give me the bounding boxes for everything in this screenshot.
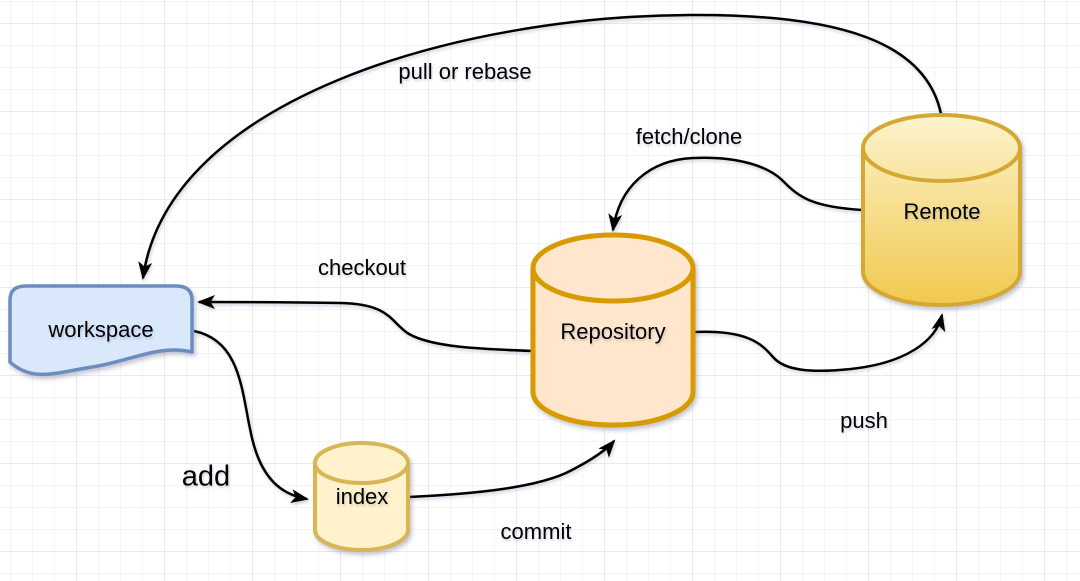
edge-label-fetch-clone: fetch/clone bbox=[635, 124, 743, 149]
node-remote-label: Remote bbox=[903, 199, 981, 224]
node-index-label: index bbox=[335, 484, 389, 509]
edge-add bbox=[193, 329, 309, 504]
node-repository bbox=[530, 232, 696, 428]
edge-label-add: add bbox=[181, 460, 231, 493]
node-workspace bbox=[8, 284, 194, 377]
node-workspace-label: workspace bbox=[48, 317, 154, 342]
edge-pull-or-rebase bbox=[138, 13, 943, 280]
edge-push bbox=[693, 313, 946, 373]
edge-label-commit: commit bbox=[500, 519, 572, 544]
edge-label-pull-or-rebase: pull or rebase bbox=[398, 59, 532, 84]
edge-checkout bbox=[197, 295, 534, 353]
node-index bbox=[313, 441, 410, 552]
edge-group bbox=[138, 13, 946, 504]
edge-commit bbox=[408, 439, 616, 499]
edge-label-checkout: checkout bbox=[317, 255, 407, 280]
node-remote bbox=[861, 113, 1022, 307]
edge-label-push: push bbox=[840, 408, 888, 433]
node-repository-label: Repository bbox=[560, 319, 666, 344]
edge-fetch-clone bbox=[608, 156, 864, 232]
